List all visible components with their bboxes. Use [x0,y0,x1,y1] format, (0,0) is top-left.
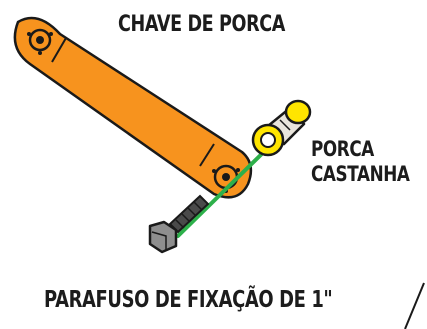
bolt-head [148,220,178,254]
wrench-fold-top [51,37,67,63]
wrench-label: CHAVE DE PORCA [118,12,285,37]
assembly-axis-line [176,138,278,238]
bolt-label: PARAFUSO DE FIXAÇÃO DE 1" [44,287,333,313]
wrench-fold-bottom [199,143,215,167]
nut-label: PORCA CASTANHA [311,137,410,187]
wrench-icon [13,16,253,199]
nut-top-cap [284,99,312,125]
bolt-icon [148,194,210,254]
nut-icon [251,99,312,157]
nut-label-line-1: PORCA [311,137,374,161]
wrench-top-hole [27,28,53,55]
corner-line [404,282,425,329]
wrench-body [13,16,253,199]
nut-label-line-2: CASTANHA [311,162,410,186]
